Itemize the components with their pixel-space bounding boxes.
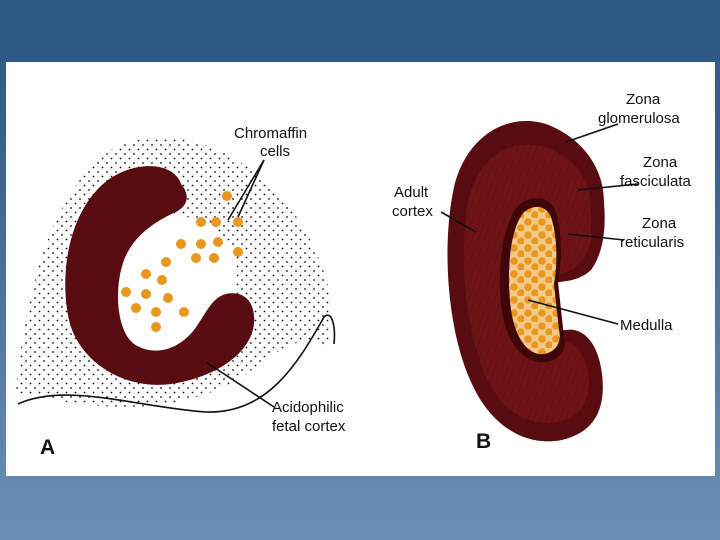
label-chromaffin-line2: cells xyxy=(260,143,290,160)
label-adult-line1: Adult xyxy=(394,184,429,201)
panel-b-leader-lines xyxy=(440,123,639,325)
ground-line xyxy=(17,314,336,413)
label-adult-line2: cortex xyxy=(392,203,433,220)
label-glomerulosa-line2: glomerulosa xyxy=(598,110,680,127)
medulla-shape xyxy=(508,206,560,355)
label-medulla: Medulla xyxy=(620,317,673,334)
panel-a: Chromaffin cells Acidophilic fetal corte… xyxy=(16,125,346,459)
figure-panel: Chromaffin cells Acidophilic fetal corte… xyxy=(6,62,715,476)
label-fetal-line2: fetal cortex xyxy=(272,418,346,435)
chromaffin-cell-cluster xyxy=(121,191,243,332)
label-fetal-line1: Acidophilic xyxy=(272,399,344,416)
label-chromaffin-line1: Chromaffin xyxy=(234,125,307,142)
fetal-cortex-texture xyxy=(65,166,255,385)
adrenal-diagram: Chromaffin cells Acidophilic fetal corte… xyxy=(16,91,692,459)
panel-a-letter: A xyxy=(40,436,55,459)
panel-a-leader-lines xyxy=(205,159,275,408)
panel-b: Zona glomerulosa Zona fasciculata Zona r… xyxy=(392,91,692,453)
panel-b-letter: B xyxy=(476,430,491,453)
label-fasciculata-line2: fasciculata xyxy=(620,173,692,190)
label-glomerulosa-line1: Zona xyxy=(626,91,661,108)
label-reticularis-line1: Zona xyxy=(642,215,677,232)
label-fasciculata-line1: Zona xyxy=(643,154,678,171)
label-reticularis-line2: reticularis xyxy=(620,234,684,251)
slide-header-band xyxy=(0,0,720,62)
